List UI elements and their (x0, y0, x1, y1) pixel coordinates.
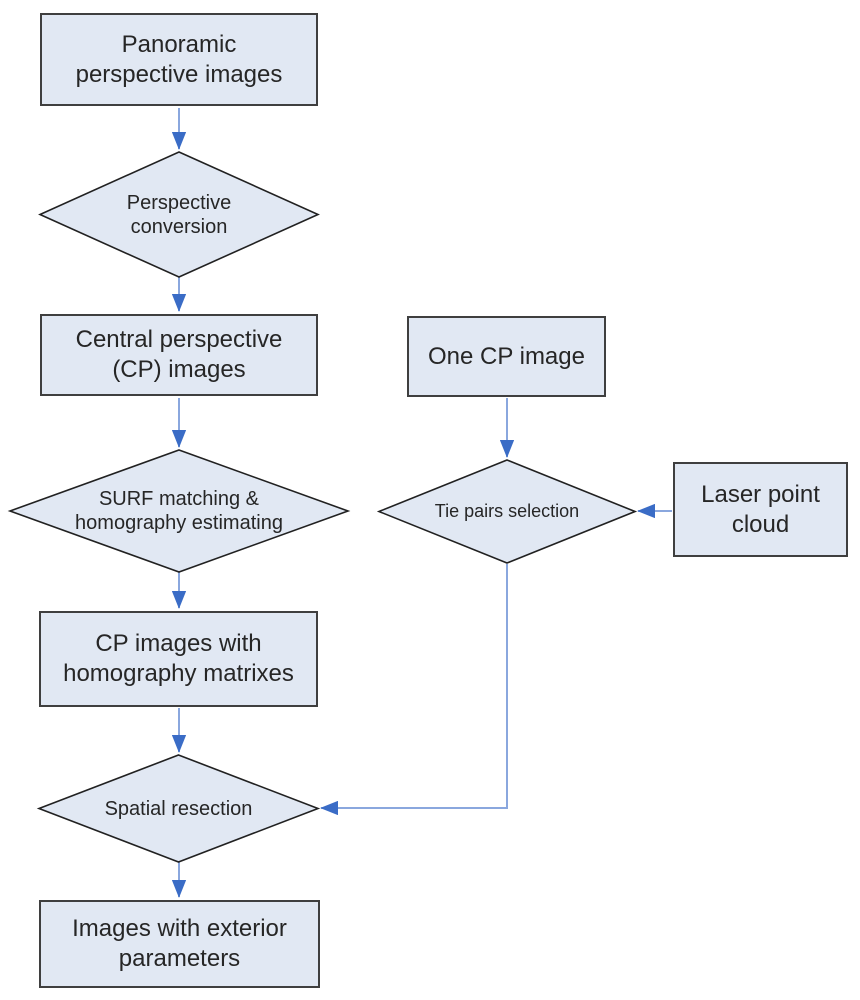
diamond-perspective-conversion (38, 151, 320, 278)
diamond-spatial-resection (36, 754, 321, 863)
node-central-perspective-images: Central perspective (CP) images (40, 314, 318, 396)
node-label: Images with exterior parameters (72, 915, 287, 972)
node-label: One CP image (428, 342, 585, 370)
node-laser-point-cloud: Laser point cloud (673, 462, 848, 557)
node-label: Central perspective (CP) images (75, 326, 283, 383)
node-panoramic-perspective-images: Panoramic perspective images (40, 13, 318, 106)
node-one-cp-image: One CP image (407, 316, 606, 397)
diamond-tie-pairs-selection (376, 459, 638, 564)
edge-tie-pairs-to-spatial-resection (320, 564, 508, 816)
node-label: CP images with homography matrixes (63, 630, 294, 687)
node-label: Panoramic perspective images (75, 30, 283, 88)
node-images-exterior-parameters: Images with exterior parameters (39, 900, 320, 988)
node-cp-images-homography-matrixes: CP images with homography matrixes (39, 611, 318, 707)
node-label: Laser point cloud (701, 480, 820, 538)
diamond-surf-matching (7, 449, 351, 573)
